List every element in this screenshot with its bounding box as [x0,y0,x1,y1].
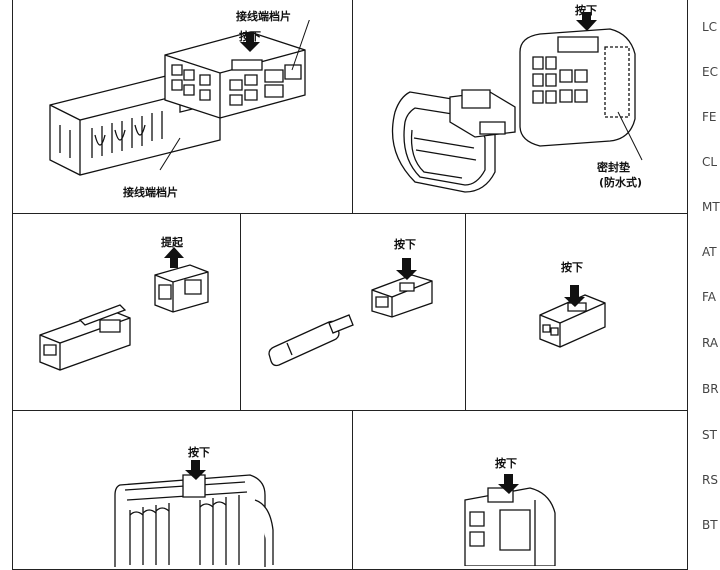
label-seal-line2: (防水式) [599,176,643,189]
waterproof-connector-drawing [380,12,680,207]
section-tab-bar [690,0,720,566]
label-terminal-tab-bottom: 接线端档片 [123,186,178,199]
lift-connector-drawing [30,247,230,380]
side-tab-cl[interactable]: CL [702,155,718,169]
label-lift-p3: 提起 [161,236,183,249]
side-tab-fe[interactable]: FE [702,110,717,124]
side-tab-ra[interactable]: RA [702,336,719,350]
side-tab-lc[interactable]: LC [702,20,718,34]
label-press-p6: 按下 [188,446,210,459]
large-multi-pin-connector-drawing [105,460,280,567]
small-press-connector-drawing [262,258,462,375]
side-tab-st[interactable]: ST [702,428,717,442]
side-tab-at[interactable]: AT [702,245,717,259]
label-press-p2: 按下 [575,4,597,17]
label-press-p7: 按下 [495,457,517,470]
side-tab-mt[interactable]: MT [702,200,720,214]
side-tab-ec[interactable]: EC [702,65,718,79]
label-seal-line1: 密封垫 [597,161,630,174]
label-press-p1: 按下 [239,30,261,43]
two-pin-connector-drawing [530,285,630,355]
label-press-p5: 按下 [561,261,583,274]
side-tab-fa[interactable]: FA [702,290,717,304]
relay-connector-drawing [460,474,565,566]
terminal-lock-connector-drawing [40,20,340,200]
side-tab-bt[interactable]: BT [702,518,718,532]
side-tab-br[interactable]: BR [702,382,719,396]
label-terminal-tab-top: 接线端档片 [236,10,291,23]
label-press-p4: 按下 [394,238,416,251]
side-tab-rs[interactable]: RS [702,473,718,487]
